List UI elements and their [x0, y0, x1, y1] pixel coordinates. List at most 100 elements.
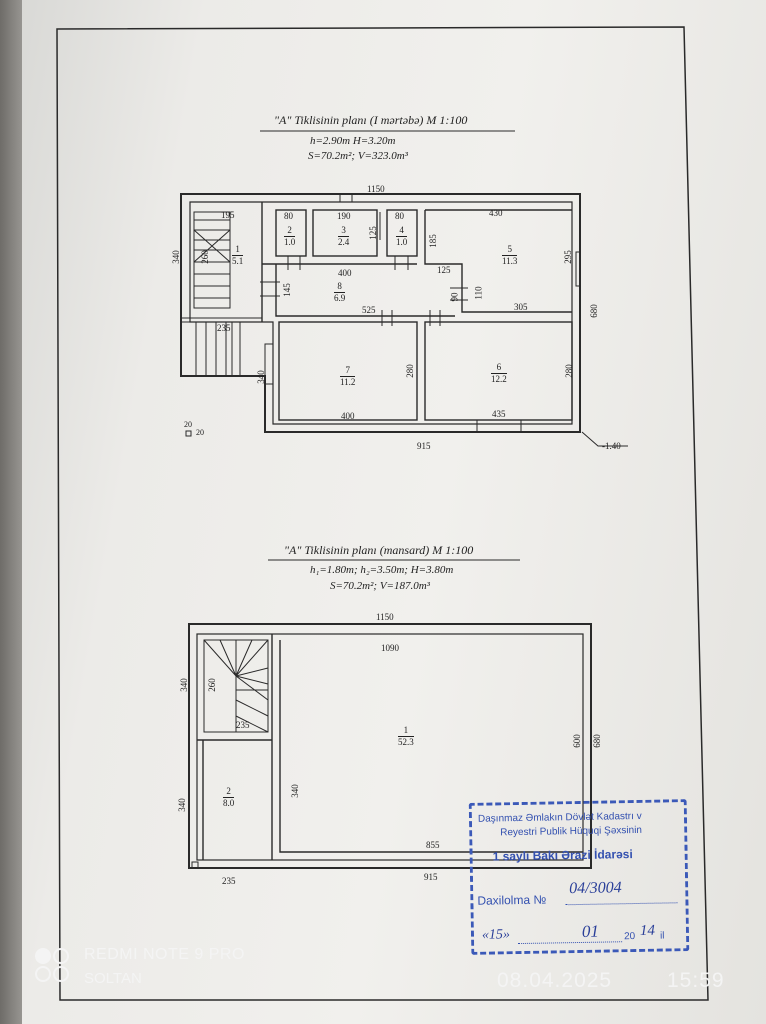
- plan1-level-marker: [185, 430, 628, 447]
- room-area: 5.1: [232, 256, 244, 266]
- room-area: 52.3: [398, 737, 414, 747]
- stamp-reg-label: Daxilolma №: [477, 892, 547, 908]
- stamp-line-1: Daşınmaz Əmlakın Dövlət Kadastrı v: [477, 810, 642, 825]
- plan1-dim-right: 680: [588, 304, 599, 318]
- document-sheet: [22, 0, 766, 1024]
- stamp-year-prefix: 20: [623, 931, 636, 943]
- room-number: 5: [502, 244, 518, 256]
- plan1-marker-b: 20: [196, 428, 204, 437]
- room-area: 8.0: [223, 798, 235, 808]
- plan1-dim-bottom: 915: [417, 441, 431, 451]
- plan2-dim-bottom: 915: [424, 872, 438, 882]
- plan1-dim-stair-bottom: 235: [217, 323, 231, 333]
- watermark-date: 08.04.2025: [497, 969, 613, 992]
- registry-stamp: Daşınmaz Əmlakın Dövlət Kadastrı v Reyes…: [468, 799, 690, 955]
- plan1-dim-r6-h: 280: [563, 364, 574, 378]
- plan2-dim-top: 1150: [376, 612, 394, 622]
- plan1-dim-r6-w: 435: [492, 409, 506, 419]
- plan1-dim-r8: 400: [338, 268, 352, 278]
- plan2-height-line: h₁=1.80m; h₂=3.50m; H=3.80m: [310, 564, 454, 576]
- plan2-title: "A" Tiklisinin planı (mansard) M 1:100: [284, 543, 474, 557]
- room-number: 7: [340, 365, 356, 377]
- plan1-dim-stair-width: 195: [221, 210, 235, 220]
- plan2-dim-stair-h: 260: [206, 678, 217, 692]
- plan1-dim-r3-h: 125: [367, 226, 378, 240]
- plan1-dim-top: 1150: [367, 184, 385, 194]
- room-area: 11.2: [340, 377, 356, 387]
- room-area: 11.3: [502, 256, 518, 266]
- stamp-date-line: [518, 941, 623, 945]
- plan2-dim-left-upper: 340: [178, 678, 189, 692]
- stamp-reg-number: 04/3004: [569, 879, 622, 898]
- plan1-level: -1.40: [602, 441, 621, 451]
- plan1-marker-a: 20: [184, 420, 192, 429]
- room-number: 8: [334, 281, 346, 293]
- plan1-door-ticks: [260, 212, 468, 326]
- plan1-dim-r5-h: 185: [427, 234, 438, 248]
- plan2-dim-right-inner: 600: [571, 734, 582, 748]
- plan1-dim-r5-step: 125: [437, 265, 451, 275]
- plan1-dim-side: 340: [255, 370, 266, 384]
- stamp-line-3: 1 saylı Bakı Ərazi İdarəsi: [492, 847, 633, 864]
- room-area: 12.2: [491, 374, 507, 384]
- room-number: 1: [398, 725, 414, 737]
- plan2-dim-left-lower: 340: [176, 798, 187, 812]
- watermark-time: 15:59: [667, 969, 725, 992]
- plan2-dim-bottom-inner: 855: [426, 840, 440, 850]
- plan2-dim-stair-w: 235: [236, 720, 250, 730]
- room-area: 1.0: [284, 237, 296, 247]
- room-area: 6.9: [334, 293, 346, 303]
- camera-logo-icon: [35, 948, 69, 982]
- sheet-frame: [56, 26, 709, 1001]
- plan1-dim-left: 340: [170, 250, 181, 264]
- stamp-line-2: Reyestri Publik Hüquqi Şəxsinin: [500, 824, 643, 839]
- plan1-staircase: [182, 211, 262, 376]
- plan1-dim-r7-w: 400: [341, 411, 355, 421]
- plan2-dim-mid: 340: [289, 784, 300, 798]
- room-number: 4: [396, 225, 408, 237]
- plan1-title: "A" Tiklisinin planı (I mərtəbə) M 1:100: [274, 113, 468, 127]
- plan1-area-volume-line: S=70.2m²; V=323.0m³: [308, 150, 408, 162]
- plan1-dim-r2: 80: [284, 211, 293, 221]
- plan2-dim-inner-top: 1090: [381, 643, 399, 653]
- room-number: 3: [338, 225, 350, 237]
- plan1-dim-stair-inner: 260: [199, 250, 210, 264]
- plan1-dim-r5-right: 295: [562, 250, 573, 264]
- stamp-year-suffix: il: [659, 930, 665, 942]
- plan2-dim-right-outer: 680: [591, 734, 602, 748]
- watermark-owner: SOLTAN: [84, 970, 142, 987]
- plan2-area-volume-line: S=70.2m²; V=187.0m³: [330, 580, 430, 592]
- plan1-dim-r8-h: 145: [281, 283, 292, 297]
- room-number: 1: [232, 244, 244, 256]
- stamp-date-month: 01: [581, 921, 600, 941]
- room-number: 2: [284, 225, 296, 237]
- plan1-dim-r3: 190: [337, 211, 351, 221]
- plan1-height-line: h=2.90m H=3.20m: [310, 135, 396, 147]
- plan1-partitions: [261, 193, 581, 433]
- room-number: 2: [223, 786, 235, 798]
- stamp-date-day: «15»: [481, 927, 511, 943]
- plan2-walls: [188, 623, 592, 869]
- plan1-dim-r5-nook: 110: [473, 286, 484, 300]
- plan1-dim-r7-h: 280: [404, 364, 415, 378]
- room-number: 6: [491, 362, 507, 374]
- plan1-dim-r5-bottom: 305: [514, 302, 528, 312]
- plan2-staircase: [203, 639, 269, 733]
- room-area: 1.0: [396, 237, 408, 247]
- room-area: 2.4: [338, 237, 350, 247]
- plan2-dim-bottom-left: 235: [222, 876, 236, 886]
- watermark-device: REDMI NOTE 9 PRO: [84, 946, 245, 963]
- plan1-dim-r8-door: 90: [449, 292, 460, 302]
